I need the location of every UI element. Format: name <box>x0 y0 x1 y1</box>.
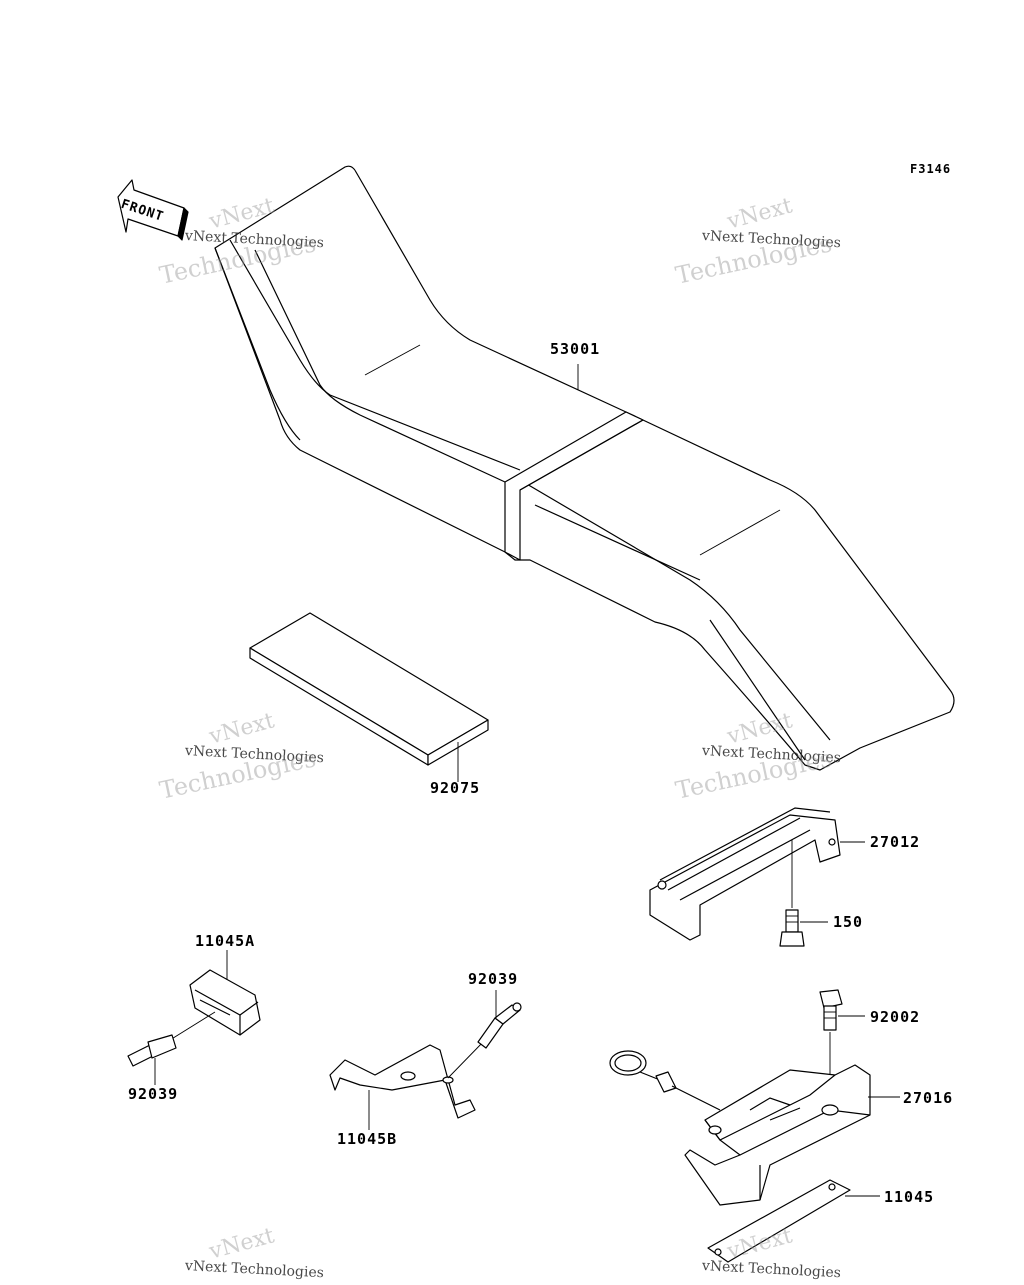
rubber-11045a-drawing <box>189 969 261 1036</box>
callout-pin-right: 92039 <box>468 970 519 988</box>
lock-bracket-drawing <box>609 1050 871 1206</box>
pin-right-drawing <box>447 1002 522 1079</box>
bracket-11045b-drawing <box>329 1044 476 1119</box>
figure-code: F3146 <box>910 162 952 176</box>
pad-drawing <box>249 612 489 766</box>
callout-pin-left: 92039 <box>128 1085 179 1103</box>
bracket-upper-drawing <box>649 807 841 941</box>
plate-11045-drawing <box>707 1179 851 1263</box>
callout-rubber: 11045A <box>195 932 256 950</box>
callout-lock-bracket: 27016 <box>903 1089 954 1107</box>
callout-seat: 53001 <box>550 340 601 358</box>
callout-bracket-b: 11045B <box>337 1130 398 1148</box>
callout-bolt-92002: 92002 <box>870 1008 921 1026</box>
bolt-150-drawing <box>779 840 805 947</box>
callout-bracket-upper: 27012 <box>870 833 921 851</box>
callout-pad: 92075 <box>430 779 481 797</box>
callout-plate: 11045 <box>884 1188 935 1206</box>
leader-lines <box>154 364 900 1197</box>
pin-left-drawing <box>127 1011 216 1067</box>
callout-bolt-150: 150 <box>833 913 864 931</box>
front-arrow-icon <box>117 179 189 241</box>
seat-drawing <box>214 165 955 771</box>
